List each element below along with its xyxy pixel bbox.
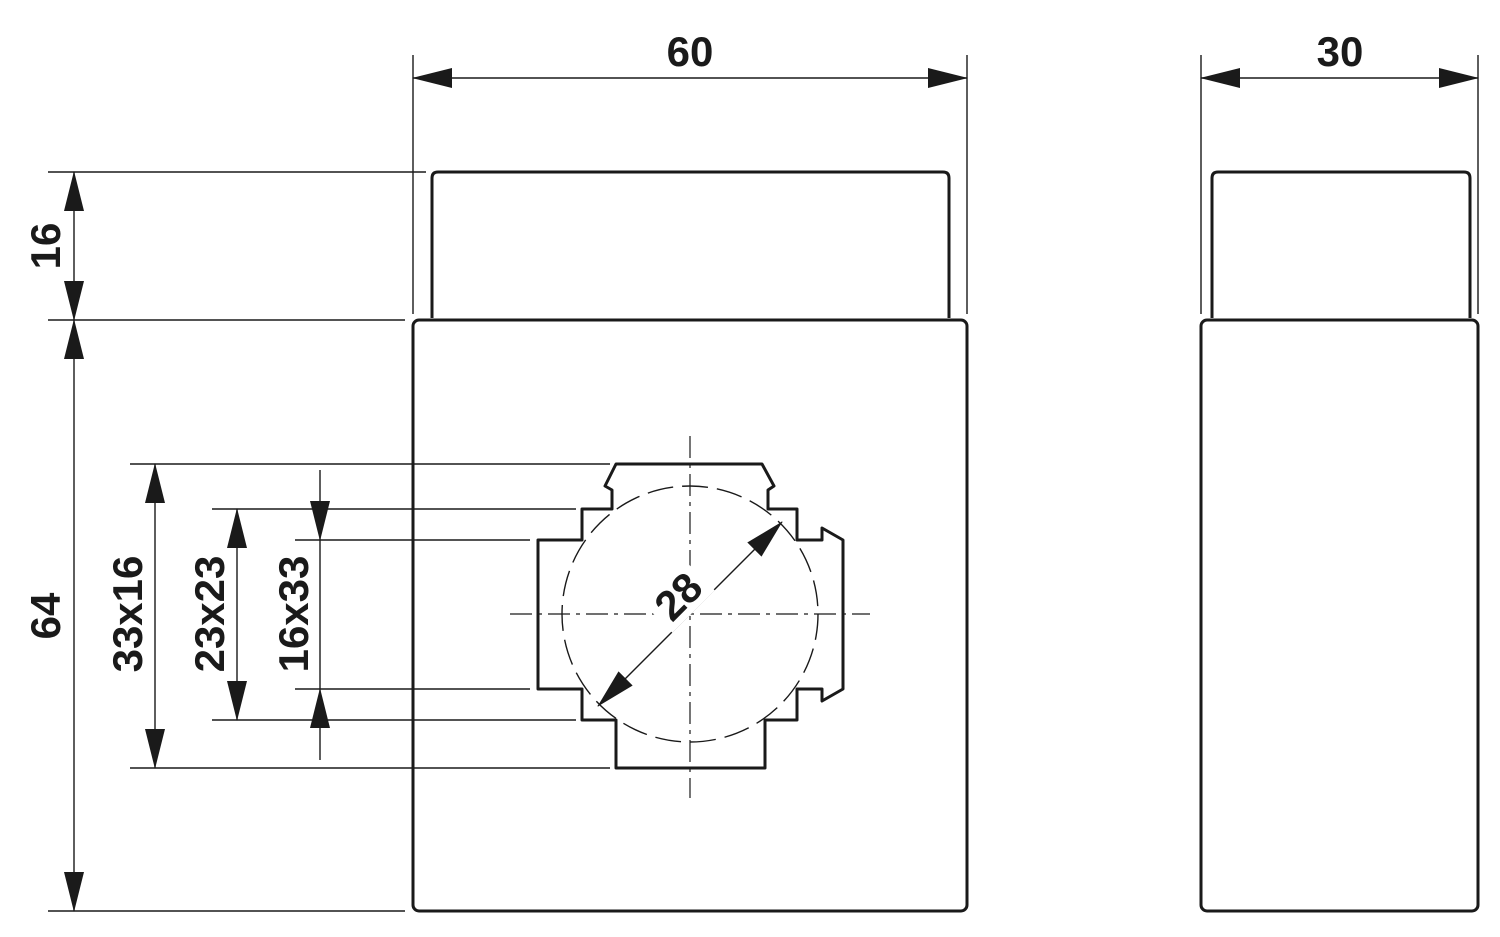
dimension-opening-a: 33x16 [104, 463, 610, 769]
opening-c-label: 16x33 [270, 556, 317, 673]
front-body-outline [411, 318, 969, 913]
width-label: 60 [667, 28, 714, 75]
side-cap-outline [1210, 170, 1472, 318]
body-height-label: 64 [22, 592, 69, 639]
cap-height-label: 16 [22, 223, 69, 270]
diameter-label: 28 [645, 563, 711, 629]
dimension-width: 60 [412, 28, 968, 314]
front-view: 28 [411, 170, 969, 913]
depth-label: 30 [1317, 28, 1364, 75]
side-view [1199, 170, 1480, 913]
diameter-label-bg [641, 559, 715, 633]
dimension-opening-c: 16x33 [270, 470, 530, 760]
opening-outline [536, 462, 845, 770]
dimension-opening-b: 23x23 [186, 508, 576, 721]
opening-b-label: 23x23 [186, 556, 233, 673]
dimension-cap-height: 16 [22, 171, 426, 321]
side-body-outline [1199, 318, 1480, 913]
dimension-body-height: 64 [22, 319, 405, 912]
opening-a-label: 33x16 [104, 556, 151, 673]
dimension-depth: 30 [1200, 28, 1479, 314]
front-cap-outline [430, 170, 951, 318]
